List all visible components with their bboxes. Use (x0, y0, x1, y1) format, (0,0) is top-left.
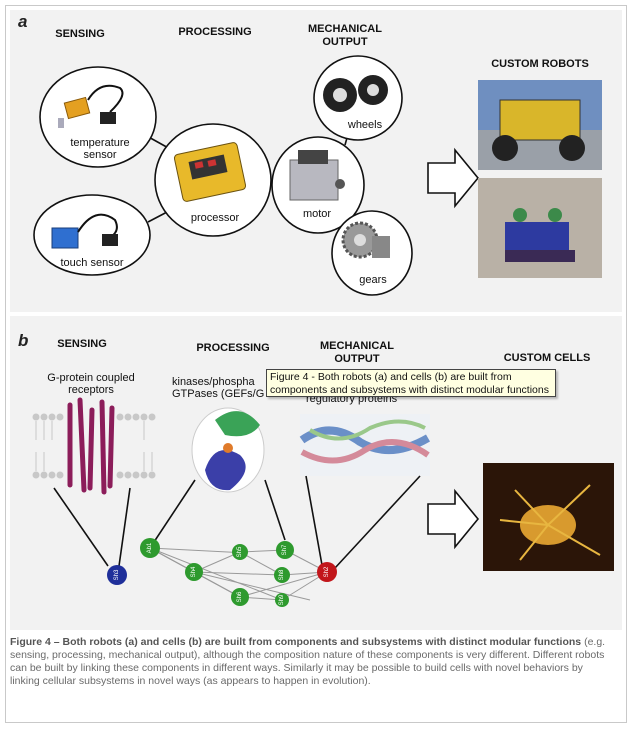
panel-a-processing-header: PROCESSING (178, 26, 252, 38)
node-sensing (107, 565, 127, 585)
node-sh9 (275, 593, 289, 607)
node-sh6 (231, 588, 249, 606)
robot-photo-2 (478, 178, 602, 278)
touch-sensor-oval (33, 194, 151, 276)
processor-label: processor (190, 212, 240, 224)
figure-tooltip: Figure 4 - Both robots (a) and cells (b)… (266, 369, 556, 397)
node-sh5 (232, 544, 248, 560)
network-node-label: Ab1 (147, 542, 153, 554)
network-node-label: Sh8 (279, 569, 285, 581)
network-node-label: Sh2 (324, 566, 330, 578)
node-output (317, 562, 337, 582)
network-node-label: Sh9 (279, 594, 285, 606)
figure-caption: Figure 4 – Both robots (a) and cells (b)… (10, 636, 606, 688)
robot-photo-1 (478, 80, 602, 170)
wheels-label: wheels (347, 119, 383, 131)
network-node-label: Sh3 (114, 569, 120, 581)
network-node-label: Sh4 (191, 566, 197, 578)
network-nodes (107, 538, 337, 607)
panel-b-connectors (53, 475, 421, 569)
network-node-label: Sh7 (282, 544, 288, 556)
node-sh8 (274, 567, 290, 583)
panel-b-processing-header: PROCESSING (196, 342, 270, 354)
panel-a-arrow (427, 147, 480, 209)
panel-b-arrow (427, 488, 480, 550)
regulatory-protein-illustration (299, 414, 431, 476)
node-sh4 (185, 563, 203, 581)
gears-label: gears (359, 274, 387, 286)
caption-bold: Figure 4 – Both robots (a) and cells (b)… (10, 636, 582, 648)
caption-body: (e.g. sensing, processing, mechanical ou… (10, 636, 606, 687)
node-ab1 (140, 538, 160, 558)
motor-oval (271, 136, 365, 234)
panel-b-letter: b (18, 331, 29, 350)
panel-a-mechanical-output-header: MECHANICAL OUTPUT (308, 23, 382, 48)
motor-label: motor (302, 208, 332, 220)
processor-oval (154, 123, 272, 237)
kinases-label: kinases/phospha GTPases (GEFs/G (172, 376, 265, 400)
panel-a-letter: a (18, 12, 28, 31)
custom-robots-header: CUSTOM ROBOTS (491, 58, 589, 70)
custom-cell-photo (483, 463, 614, 571)
node-sh7 (276, 541, 294, 559)
gpcr-label: G-protein coupled receptors (47, 372, 135, 396)
kinase-illustration (191, 407, 265, 493)
network-node-label: Sh6 (237, 591, 243, 603)
gpcr-illustration (32, 397, 156, 495)
wheels-oval (313, 55, 403, 141)
network-node-label: Sh5 (237, 546, 243, 558)
temperature-sensor-oval (39, 66, 157, 168)
custom-cells-header: CUSTOM CELLS (503, 352, 591, 364)
gears-oval (331, 210, 413, 296)
panel-b-sensing-header: SENSING (57, 338, 107, 350)
panel-b-mechanical-output-header: MECHANICAL OUTPUT (320, 340, 394, 365)
temperature-sensor-label: temperature sensor (70, 137, 130, 161)
panel-a-sensing-header: SENSING (55, 28, 105, 40)
touch-sensor-label: touch sensor (60, 257, 124, 269)
